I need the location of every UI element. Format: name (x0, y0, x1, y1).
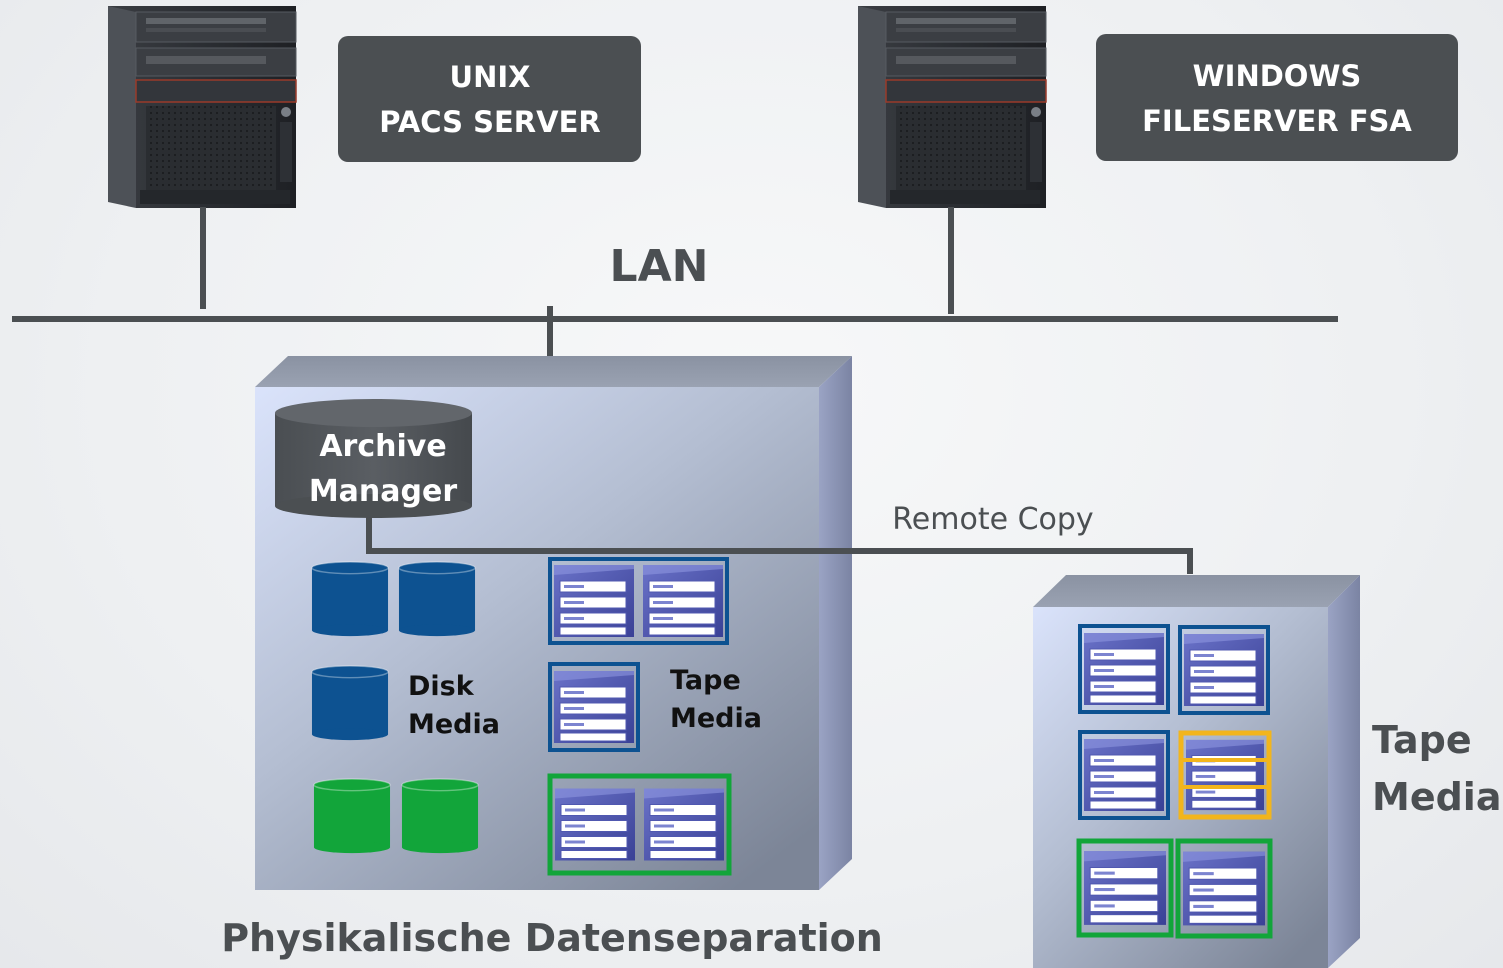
archive-label-line1: Archive (319, 429, 446, 464)
tape-library-icon (1185, 739, 1265, 811)
tape-frame-blue (1178, 625, 1270, 715)
tape-library-icon (1083, 850, 1167, 926)
remote-copy-link (366, 500, 1193, 574)
disk-icon-green (401, 778, 479, 854)
tape-library-icon (1083, 738, 1165, 812)
lan-network (12, 207, 1338, 356)
tape-frame-blue (1078, 730, 1170, 820)
tape-library-icon (1182, 851, 1266, 926)
disk-media-label-line2: Media (408, 709, 500, 740)
unix-server-tower-icon (107, 5, 297, 209)
disk-media-label-line1: Disk (408, 671, 475, 702)
disk-icon-blue (311, 561, 389, 637)
tape-library-icon (642, 564, 724, 638)
tape-library-icon (1083, 632, 1165, 706)
tape-library-icon (553, 564, 635, 638)
remote-copy-label: Remote Copy (892, 502, 1093, 537)
archive-label-line2: Manager (309, 474, 458, 509)
windows-server-tower-icon (857, 5, 1047, 209)
tape-frame-green (547, 773, 732, 876)
tape-library-icon (643, 787, 725, 862)
archive-manager-database-icon: Archive Manager (275, 399, 472, 518)
tape-frame-yellow (1178, 730, 1272, 820)
tape-frame-blue (548, 557, 729, 645)
unix-label-line1: UNIX (450, 60, 531, 94)
windows-label-line1: WINDOWS (1193, 59, 1362, 93)
tape-frame-green (1076, 838, 1174, 938)
unix-label-line2: PACS SERVER (379, 105, 600, 139)
tape-media-label-line1: Tape (670, 665, 741, 696)
windows-fileserver-label: WINDOWS FILESERVER FSA (1096, 34, 1458, 161)
remote-tape-media-group (1076, 624, 1273, 939)
windows-label-line2: FILESERVER FSA (1142, 104, 1412, 138)
tape-frame-blue (1078, 624, 1170, 714)
tape-frame-blue (548, 662, 640, 752)
tape-library-icon (554, 787, 636, 862)
tape-frame-green (1175, 838, 1273, 939)
separation-caption: Physikalische Datenseparation (221, 916, 883, 960)
tape-library-icon (553, 670, 635, 744)
unix-pacs-server-label: UNIX PACS SERVER (338, 36, 641, 162)
tape-library-icon (1183, 633, 1265, 707)
remote-tape-label-line2: Media (1372, 775, 1501, 819)
tape-media-label-line2: Media (670, 703, 762, 734)
lan-label: LAN (610, 241, 709, 292)
disk-icon-blue (398, 561, 476, 637)
disk-icon-green (313, 778, 391, 854)
remote-tape-label-line1: Tape (1372, 718, 1472, 762)
disk-icon-blue (311, 665, 389, 741)
primary-tape-media-group (547, 557, 732, 876)
